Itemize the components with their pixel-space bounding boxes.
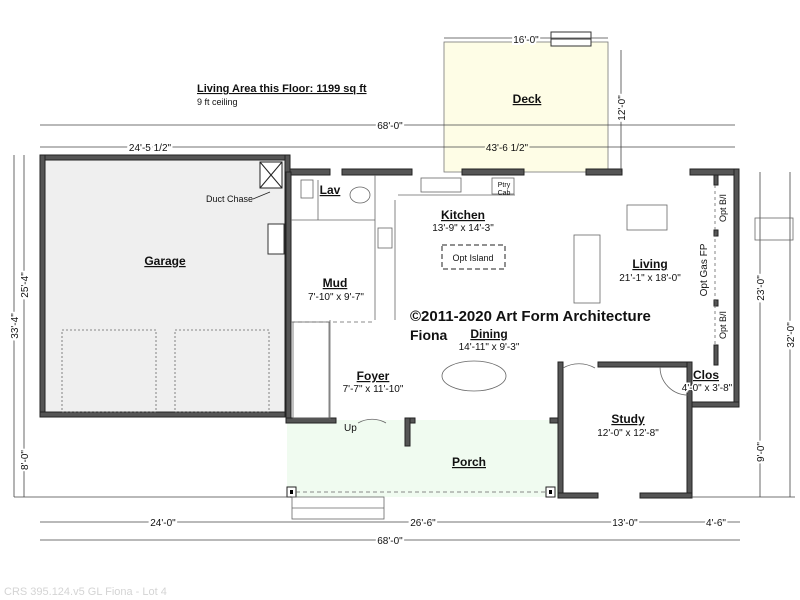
pantry-label-1: Ptry [498, 182, 511, 189]
room-kitchen: Kitchen [441, 208, 485, 222]
house-walls [285, 168, 740, 499]
dim-bottom-garage: 24'-0" [150, 518, 176, 529]
room-study: Study [611, 412, 645, 426]
pantry-label-2: Cab [498, 190, 511, 197]
room-living: Living [632, 257, 667, 271]
garage-floor [44, 159, 286, 411]
room-foyer-size: 7'-7" x 11'-10" [343, 384, 404, 395]
room-mud: Mud [323, 276, 348, 290]
room-porch: Porch [452, 455, 486, 469]
room-closet: Clos [693, 368, 719, 382]
room-garage: Garage [144, 254, 186, 268]
dim-top-overall: 68'-0" [377, 121, 403, 132]
opt-gas-fp-label: Opt Gas FP [699, 243, 710, 296]
dim-bottom-overall: 68'-0" [377, 536, 403, 547]
deck-area [443, 41, 609, 173]
opt-bi-label-1: Opt B/I [718, 194, 728, 222]
room-deck: Deck [513, 92, 542, 106]
dim-right-main: 23'-0" [756, 275, 767, 301]
room-kitchen-size: 13'-9" x 14'-3" [432, 223, 494, 234]
dimension-lines [13, 37, 795, 541]
stairs-up-label: Up [344, 423, 357, 434]
room-dining-size: 14'-11" x 9'-3" [459, 342, 520, 353]
room-lav: Lav [320, 183, 341, 197]
opt-bi-label-2: Opt B/I [718, 311, 728, 339]
copyright-watermark: ©2011-2020 Art Form Architecture [410, 308, 651, 325]
porch-area [287, 420, 558, 497]
plan-name: Fiona [410, 327, 448, 343]
room-study-size: 12'-0" x 12'-8" [597, 428, 659, 439]
dim-top-house: 43'-6 1/2" [486, 143, 529, 154]
room-living-size: 21'-1" x 18'-0" [619, 273, 681, 284]
living-area-heading: Living Area this Floor: 1199 sq ft [197, 83, 367, 95]
room-foyer: Foyer [357, 369, 390, 383]
dim-top-garage: 24'-5 1/2" [129, 143, 172, 154]
dim-deck-width: 16'-0" [513, 35, 539, 46]
dim-left-garage: 25'-4" [20, 272, 31, 298]
dim-left-porch: 8'-0" [20, 450, 31, 470]
opt-island [441, 244, 506, 270]
room-dining: Dining [470, 327, 507, 341]
ceiling-note: 9 ft ceiling [197, 97, 238, 107]
dim-deck-depth: 12'-0" [617, 95, 628, 121]
room-closet-size: 4'-0" x 3'-8" [682, 383, 733, 394]
dim-bottom-porch: 26'-6" [410, 518, 436, 529]
dim-right-overall: 32'-0" [786, 322, 797, 348]
duct-chase-label: Duct Chase [206, 194, 253, 204]
opt-island-label: Opt Island [452, 253, 493, 263]
room-mud-size: 7'-10" x 9'-7" [308, 292, 364, 303]
dim-bottom-study: 13'-0" [612, 518, 638, 529]
porch-details [286, 486, 556, 520]
dim-right-study: 9'-0" [756, 442, 767, 462]
dim-bottom-closet: 4'-6" [706, 518, 726, 529]
dim-left-overall: 33'-4" [10, 313, 21, 339]
plan-reference-footer: CRS 395.124.v5 GL Fiona - Lot 4 [4, 586, 167, 598]
